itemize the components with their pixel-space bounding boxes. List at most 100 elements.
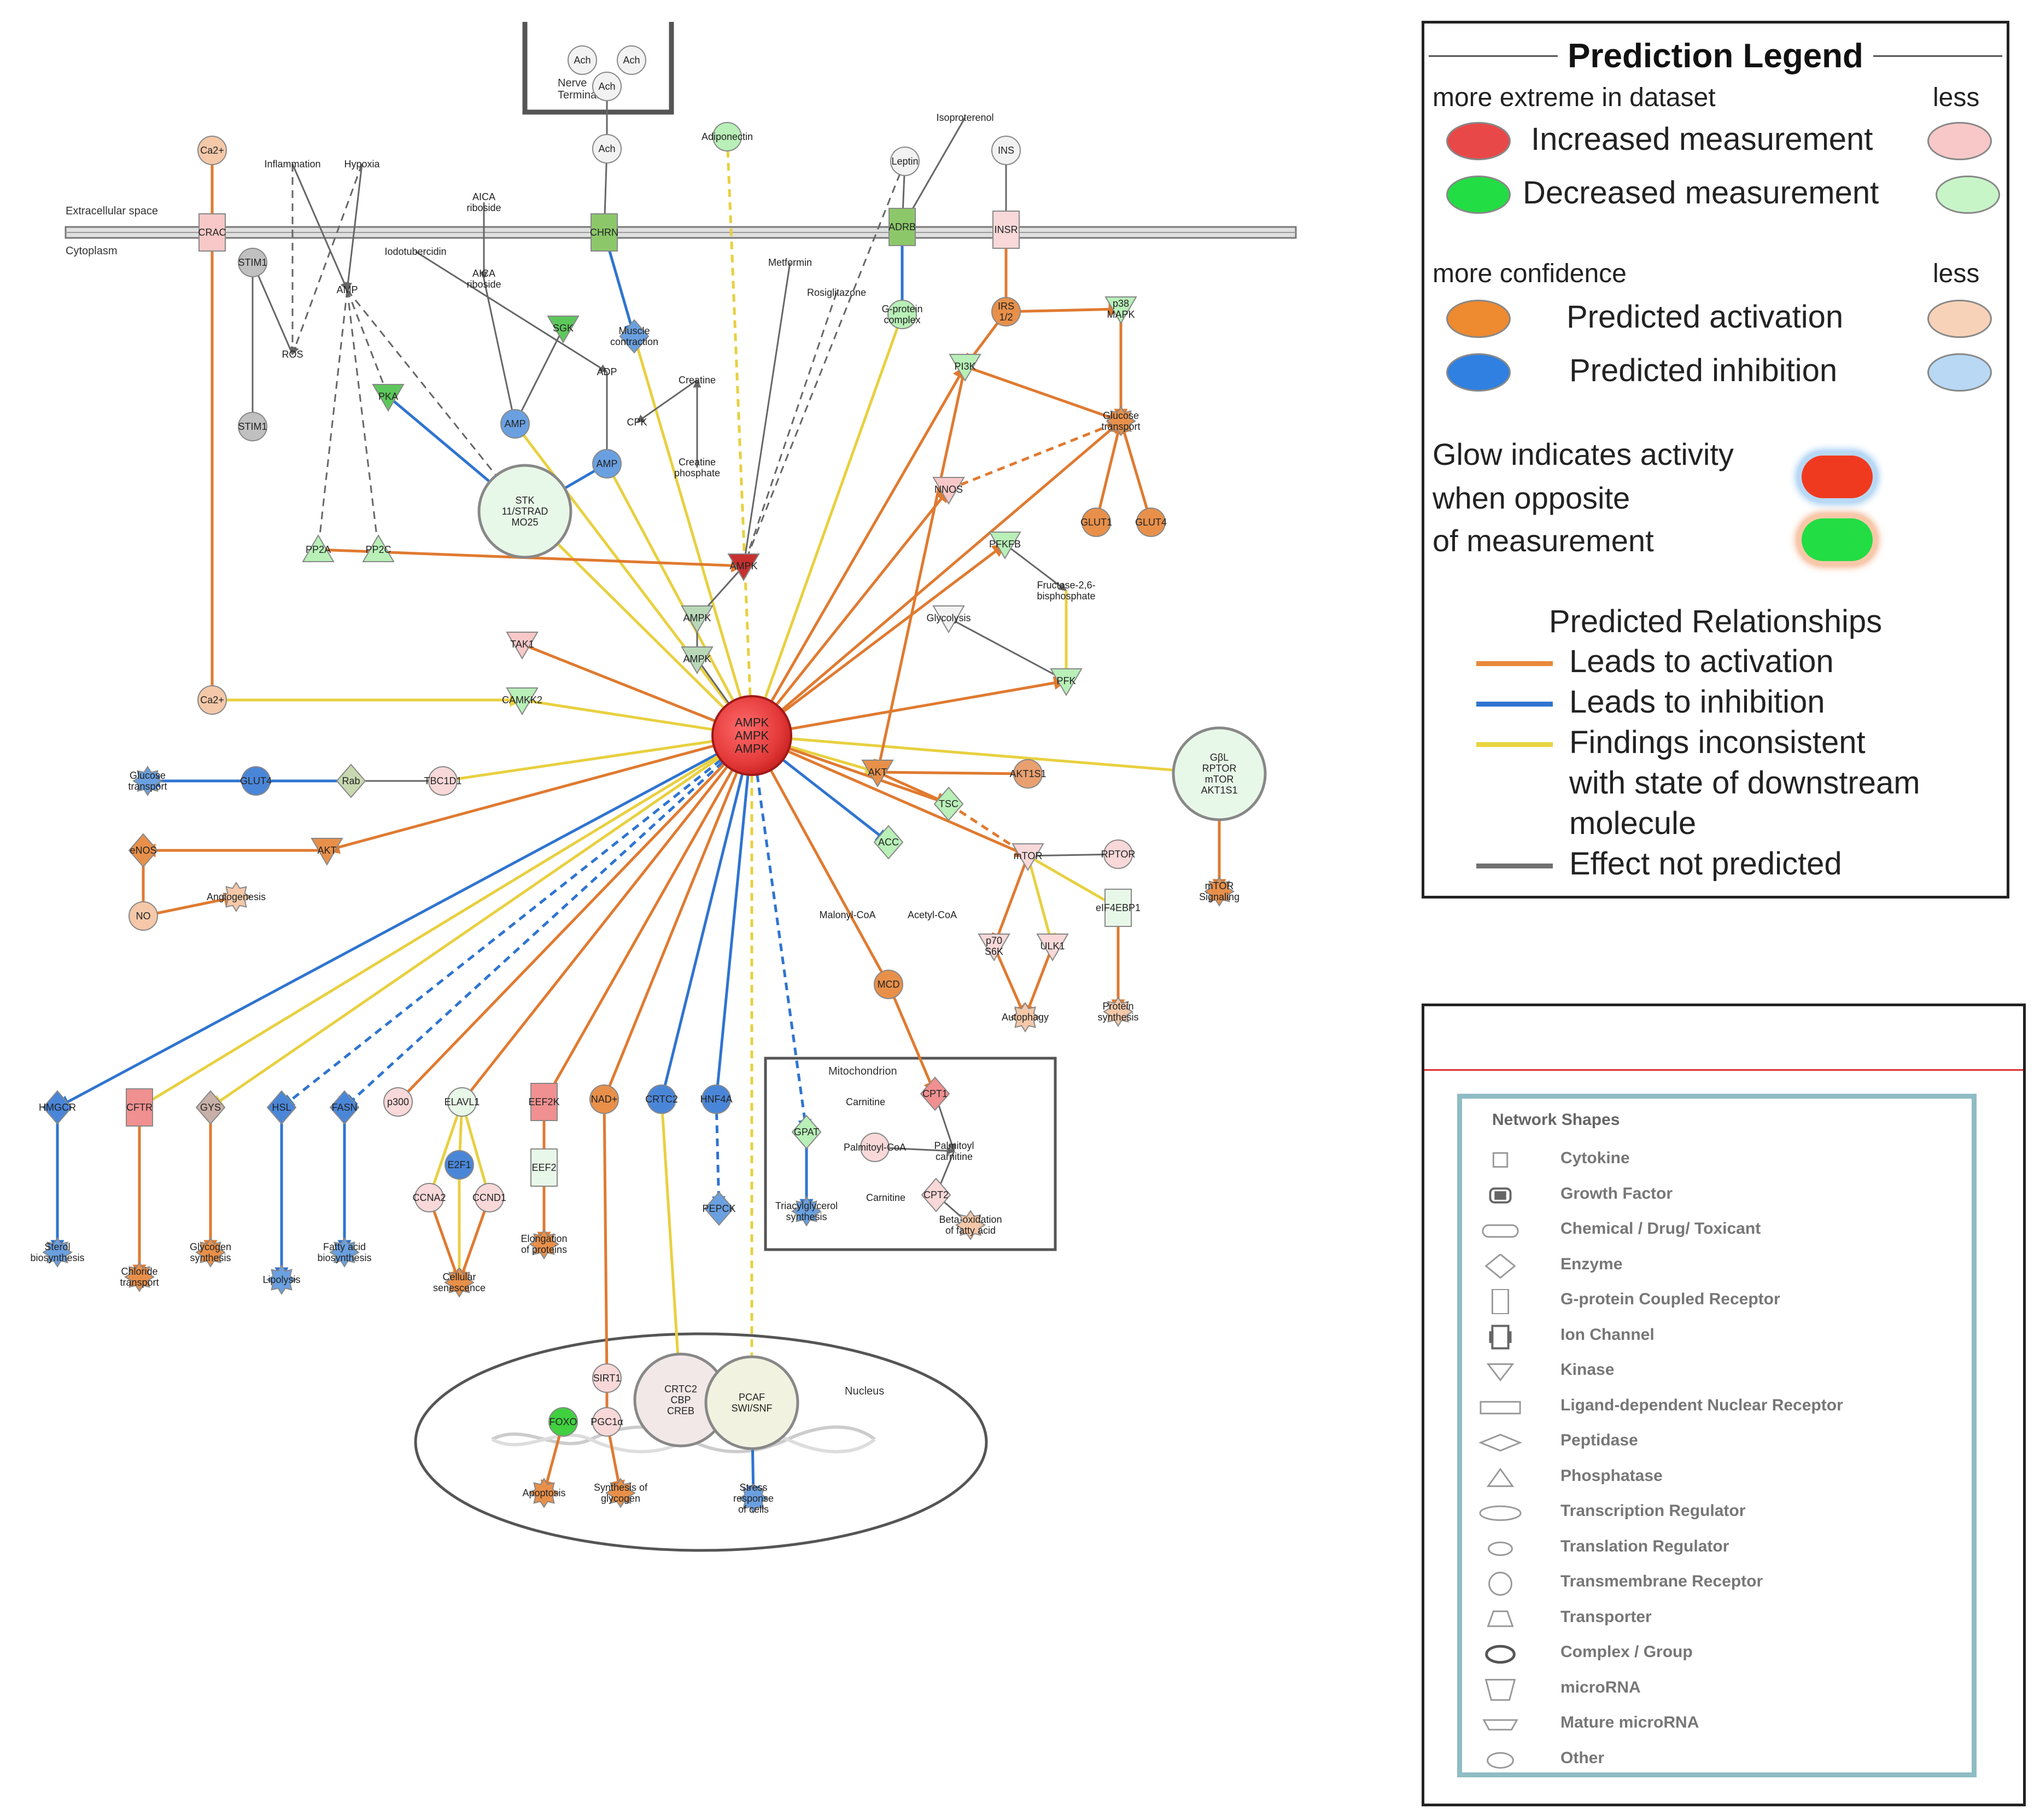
node-akt2[interactable]: AKT xyxy=(311,838,343,866)
node-mtor[interactable]: mTOR xyxy=(1012,843,1044,871)
node-palmitoylcoa[interactable]: Palmitoyl-CoA xyxy=(844,1133,906,1162)
node-glut4b[interactable]: GLUT4 xyxy=(240,766,272,796)
node-p300[interactable]: p300 xyxy=(383,1087,413,1117)
node-mcd[interactable]: MCD xyxy=(874,970,903,999)
node-e2f1[interactable]: E2F1 xyxy=(445,1150,474,1180)
node-glut4[interactable]: GLUT4 xyxy=(1135,508,1167,537)
node-cftr[interactable]: CFTR xyxy=(126,1088,153,1127)
node-metformin[interactable]: Metformin xyxy=(768,257,812,268)
node-tsc[interactable]: TSC xyxy=(933,786,964,821)
node-nad[interactable]: NAD+ xyxy=(589,1084,619,1114)
node-sgk[interactable]: SGK xyxy=(547,316,580,343)
node-hypoxia[interactable]: Hypoxia xyxy=(344,159,380,170)
node-amp_top[interactable]: AMP xyxy=(336,284,358,295)
node-elavl1[interactable]: ELAVL1 xyxy=(445,1087,480,1117)
node-glut1[interactable]: GLUT1 xyxy=(1080,508,1112,537)
node-stim1a[interactable]: STIM1 xyxy=(238,248,267,277)
node-hsl[interactable]: HSL xyxy=(266,1090,297,1125)
node-sirt1[interactable]: SIRT1 xyxy=(592,1363,622,1393)
node-iodotubercidin[interactable]: Iodotubercidin xyxy=(384,246,446,257)
node-angio[interactable]: Angiogenesis xyxy=(207,882,266,912)
node-ccnd1[interactable]: CCND1 xyxy=(472,1183,506,1212)
node-malonyl[interactable]: Malonyl-CoA xyxy=(819,909,875,920)
node-carnitine2[interactable]: Carnitine xyxy=(866,1192,905,1203)
node-insr[interactable]: INSR xyxy=(992,211,1020,249)
node-amp2[interactable]: AMP xyxy=(500,409,530,439)
node-pp2a[interactable]: PP2A xyxy=(302,534,335,562)
node-rab[interactable]: Rab xyxy=(336,763,366,798)
node-crac[interactable]: CRAC xyxy=(198,213,226,252)
node-foxo[interactable]: FOXO xyxy=(548,1407,578,1437)
node-eef2[interactable]: EEF2 xyxy=(530,1148,558,1187)
node-pka[interactable]: PKA xyxy=(372,384,405,412)
node-rosiglitazone[interactable]: Rosiglitazone xyxy=(807,287,866,298)
node-pgc1a[interactable]: PGC1α xyxy=(591,1407,623,1437)
node-ampk_top[interactable]: AMPK xyxy=(727,553,760,581)
node-nnos[interactable]: NNOS xyxy=(932,477,965,505)
node-carnitine1[interactable]: Carnitine xyxy=(846,1096,885,1107)
node-hnf4a[interactable]: HNF4A xyxy=(700,1084,733,1114)
node-apoptosis[interactable]: Apoptosis xyxy=(522,1478,566,1508)
node-ampk_a[interactable]: AMPK xyxy=(681,605,714,633)
node-akt1s1[interactable]: AKT1S1 xyxy=(1009,759,1047,789)
node-leptin[interactable]: Leptin xyxy=(890,147,920,176)
node-ach3[interactable]: Ach xyxy=(592,72,622,101)
node-pi3k[interactable]: PI3K xyxy=(949,354,981,382)
node-fasn[interactable]: FASN xyxy=(329,1090,360,1125)
node-ccna2[interactable]: CCNA2 xyxy=(412,1183,446,1212)
node-amp3[interactable]: AMP xyxy=(592,449,622,479)
node-chrn[interactable]: CHRN xyxy=(590,213,618,252)
node-inflammation[interactable]: Inflammation xyxy=(264,159,320,170)
node-eif4ebp1[interactable]: eIF4EBP1 xyxy=(1096,889,1141,927)
node-creatine[interactable]: Creatine xyxy=(679,375,716,386)
node-acetyl[interactable]: Acetyl-CoA xyxy=(908,909,957,920)
node-ins[interactable]: INS xyxy=(991,136,1021,165)
node-pepck[interactable]: PEPCK xyxy=(702,1191,736,1226)
node-pfkfb[interactable]: PFKFB xyxy=(989,532,1021,559)
node-adp[interactable]: ADP xyxy=(597,366,617,377)
node-ach2[interactable]: Ach xyxy=(617,45,646,75)
node-tak1[interactable]: TAK1 xyxy=(506,632,539,660)
node-akt[interactable]: AKT xyxy=(861,760,894,788)
node-cpt1[interactable]: CPT1 xyxy=(920,1076,950,1111)
node-tbc1d1[interactable]: TBC1D1 xyxy=(424,766,462,796)
node-ampk_b[interactable]: AMPK xyxy=(681,646,714,674)
node-acc[interactable]: ACC xyxy=(873,825,904,860)
node-cpk[interactable]: CPK xyxy=(627,417,647,428)
node-gys[interactable]: GYS xyxy=(195,1090,226,1125)
node-cpt2[interactable]: CPT2 xyxy=(921,1177,951,1212)
node-ca_in[interactable]: Ca2+ xyxy=(197,685,227,715)
node-lipolysis[interactable]: Lipolysis xyxy=(262,1264,301,1295)
node-ca_out[interactable]: Ca2+ xyxy=(197,136,227,165)
node-ach4[interactable]: Ach xyxy=(592,134,622,164)
node-crtc2[interactable]: CRTC2 xyxy=(645,1084,678,1114)
node-hmgcr[interactable]: HMGCR xyxy=(39,1090,76,1125)
node-camkk2[interactable]: CAMKK2 xyxy=(502,687,542,715)
node-glycolysis[interactable]: Glycolysis xyxy=(926,605,971,633)
node-no[interactable]: NO xyxy=(128,901,158,931)
node-adiponectin[interactable]: Adiponectin xyxy=(702,122,753,151)
node-rptor[interactable]: RPTOR xyxy=(1101,839,1136,869)
